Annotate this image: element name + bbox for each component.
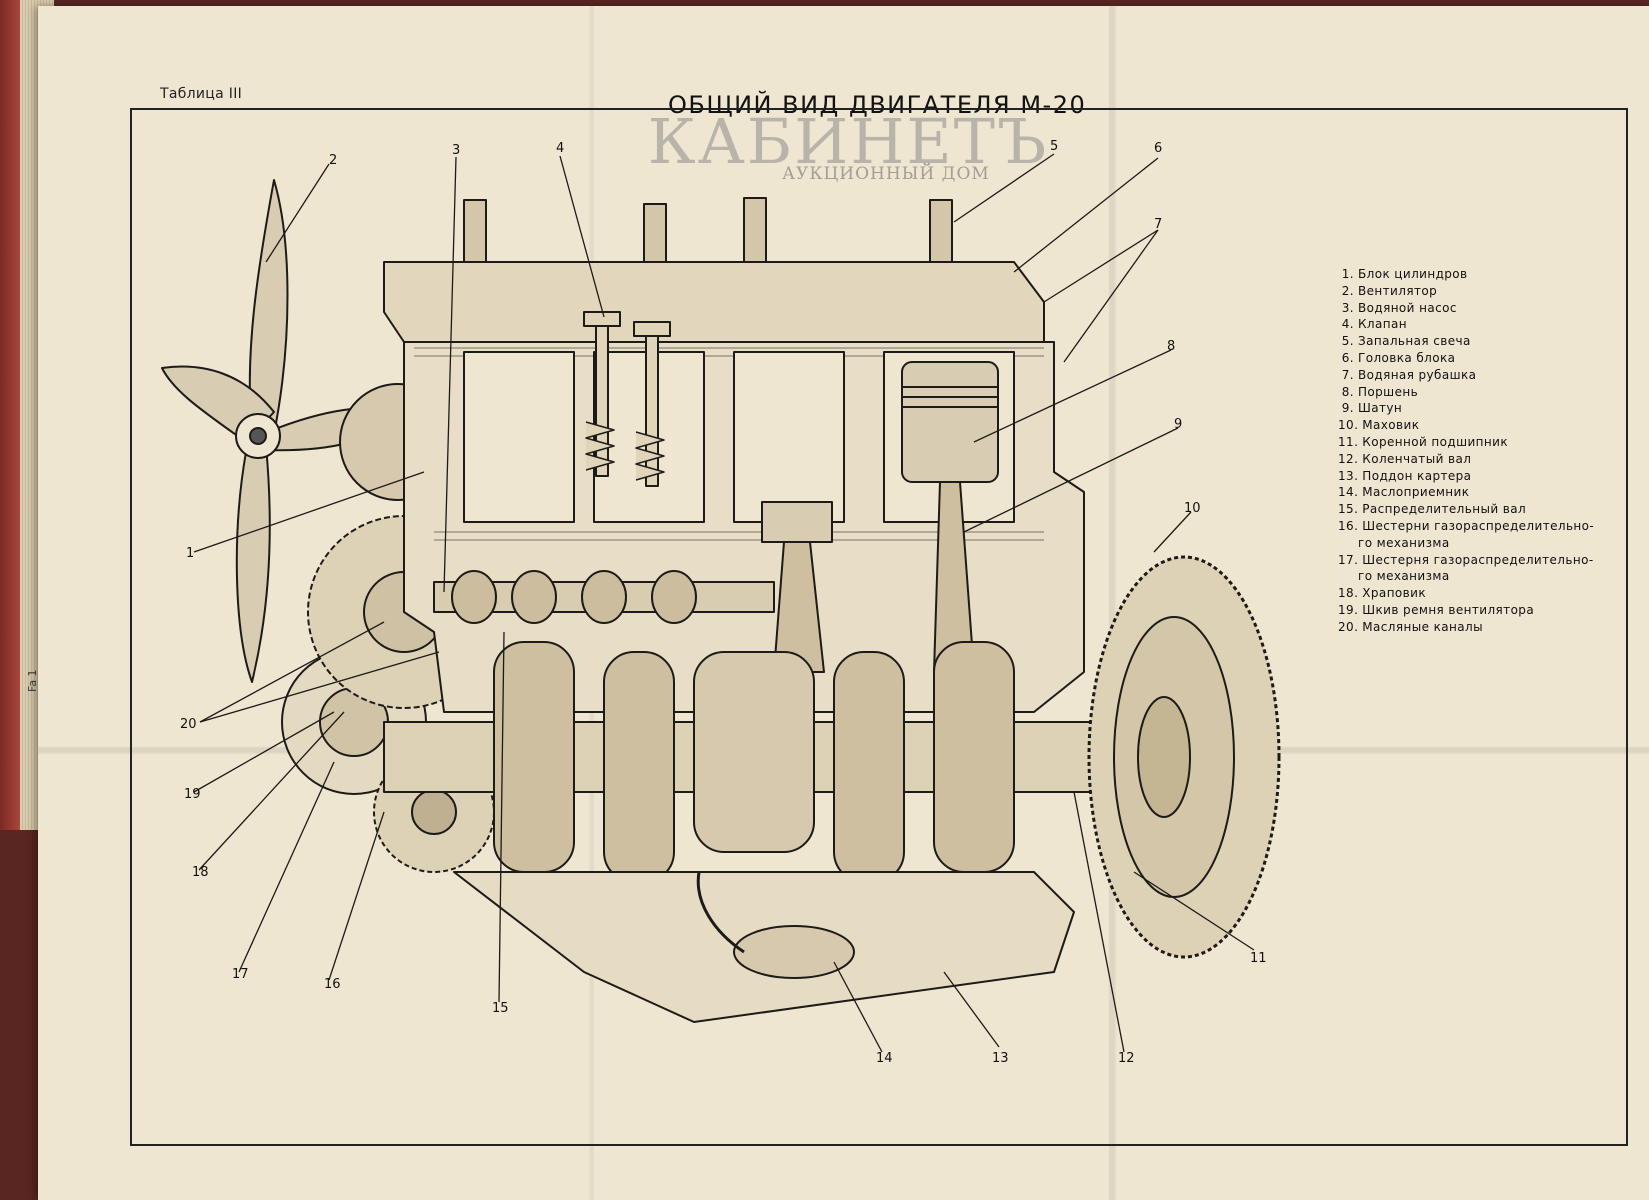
legend-item: 3.Водяной насос <box>1341 300 1457 315</box>
legend-item: 20.Масляные каналы <box>1338 619 1483 634</box>
callout-15: 15 <box>492 1001 509 1016</box>
legend-item: 10.Маховик <box>1338 418 1420 433</box>
engine-cutaway-drawing: 1 2 3 4 5 6 7 8 9 10 11 12 13 14 15 16 1… <box>161 139 1281 1066</box>
legend-item: 7.Водяная рубашка <box>1341 367 1477 382</box>
callout-11: 11 <box>1250 951 1267 966</box>
spark-plugs <box>463 197 953 263</box>
cylinder-head <box>383 261 1045 343</box>
legend-item: 1.Блок цилиндров <box>1341 267 1468 281</box>
callout-7: 7 <box>1154 217 1162 232</box>
legend-item: 4.Клапан <box>1341 317 1407 332</box>
legend-item: 14.Маслоприемник <box>1338 485 1470 500</box>
legend-item: 12.Коленчатый вал <box>1338 451 1472 466</box>
callout-19: 19 <box>184 787 201 802</box>
legend-item: 8.Поршень <box>1341 384 1419 399</box>
legend-item: 18.Храповик <box>1338 586 1426 601</box>
legend-item: 13.Поддон картера <box>1338 468 1472 483</box>
callout-3: 3 <box>452 143 460 158</box>
callout-10: 10 <box>1184 501 1201 516</box>
callout-12: 12 <box>1118 1051 1135 1066</box>
legend-item: 2.Вентилятор <box>1341 283 1438 298</box>
callout-8: 8 <box>1167 339 1175 354</box>
crankshaft <box>383 641 1245 883</box>
callout-1: 1 <box>186 546 194 561</box>
side-mark: Fa 1 <box>26 669 39 692</box>
table-number: Таблица III <box>160 86 243 102</box>
diagram-title: ОБЩИЙ ВИД ДВИГАТЕЛЯ М-20 <box>668 91 1087 119</box>
callout-5: 5 <box>1050 139 1058 154</box>
camshaft <box>433 570 775 624</box>
legend-item: 15.Распределительный вал <box>1338 502 1527 517</box>
parts-legend: 1.Блок цилиндров 2.Вентилятор 3.Водяной … <box>1338 266 1638 636</box>
flywheel <box>1087 555 1281 959</box>
callout-6: 6 <box>1154 141 1162 156</box>
callout-20: 20 <box>180 717 197 732</box>
foldout-sheet: Таблица III ОБЩИЙ ВИД ДВИГАТЕЛЯ М-20 КАБ… <box>26 6 1649 1200</box>
callout-17: 17 <box>232 967 249 982</box>
legend-item: 5.Запальная свеча <box>1341 334 1471 349</box>
callout-9: 9 <box>1174 417 1182 432</box>
legend-item: 19.Шкив ремня вентилятора <box>1338 602 1535 617</box>
callout-16: 16 <box>324 977 341 992</box>
legend-item: 6.Головка блока <box>1341 350 1456 365</box>
callout-18: 18 <box>192 865 209 880</box>
legend-item: 9.Шатун <box>1341 401 1403 416</box>
callout-14: 14 <box>876 1051 893 1066</box>
diagram-frame <box>130 108 1628 1146</box>
callout-13: 13 <box>992 1051 1009 1066</box>
legend-item: 16.Шестерни газораспределительно-го меха… <box>1338 518 1595 550</box>
callout-4: 4 <box>556 141 564 156</box>
valves-and-springs <box>583 311 671 487</box>
oil-pickup <box>696 871 855 979</box>
legend-item: 17.Шестерня газораспределительно-го меха… <box>1338 552 1594 584</box>
piston-and-rod <box>761 361 999 673</box>
callout-2: 2 <box>329 153 337 168</box>
callout-labels: 1 2 3 4 5 6 7 8 9 10 11 12 13 14 15 16 1… <box>180 139 1267 1066</box>
legend-item: 11.Коренной подшипник <box>1338 434 1509 449</box>
